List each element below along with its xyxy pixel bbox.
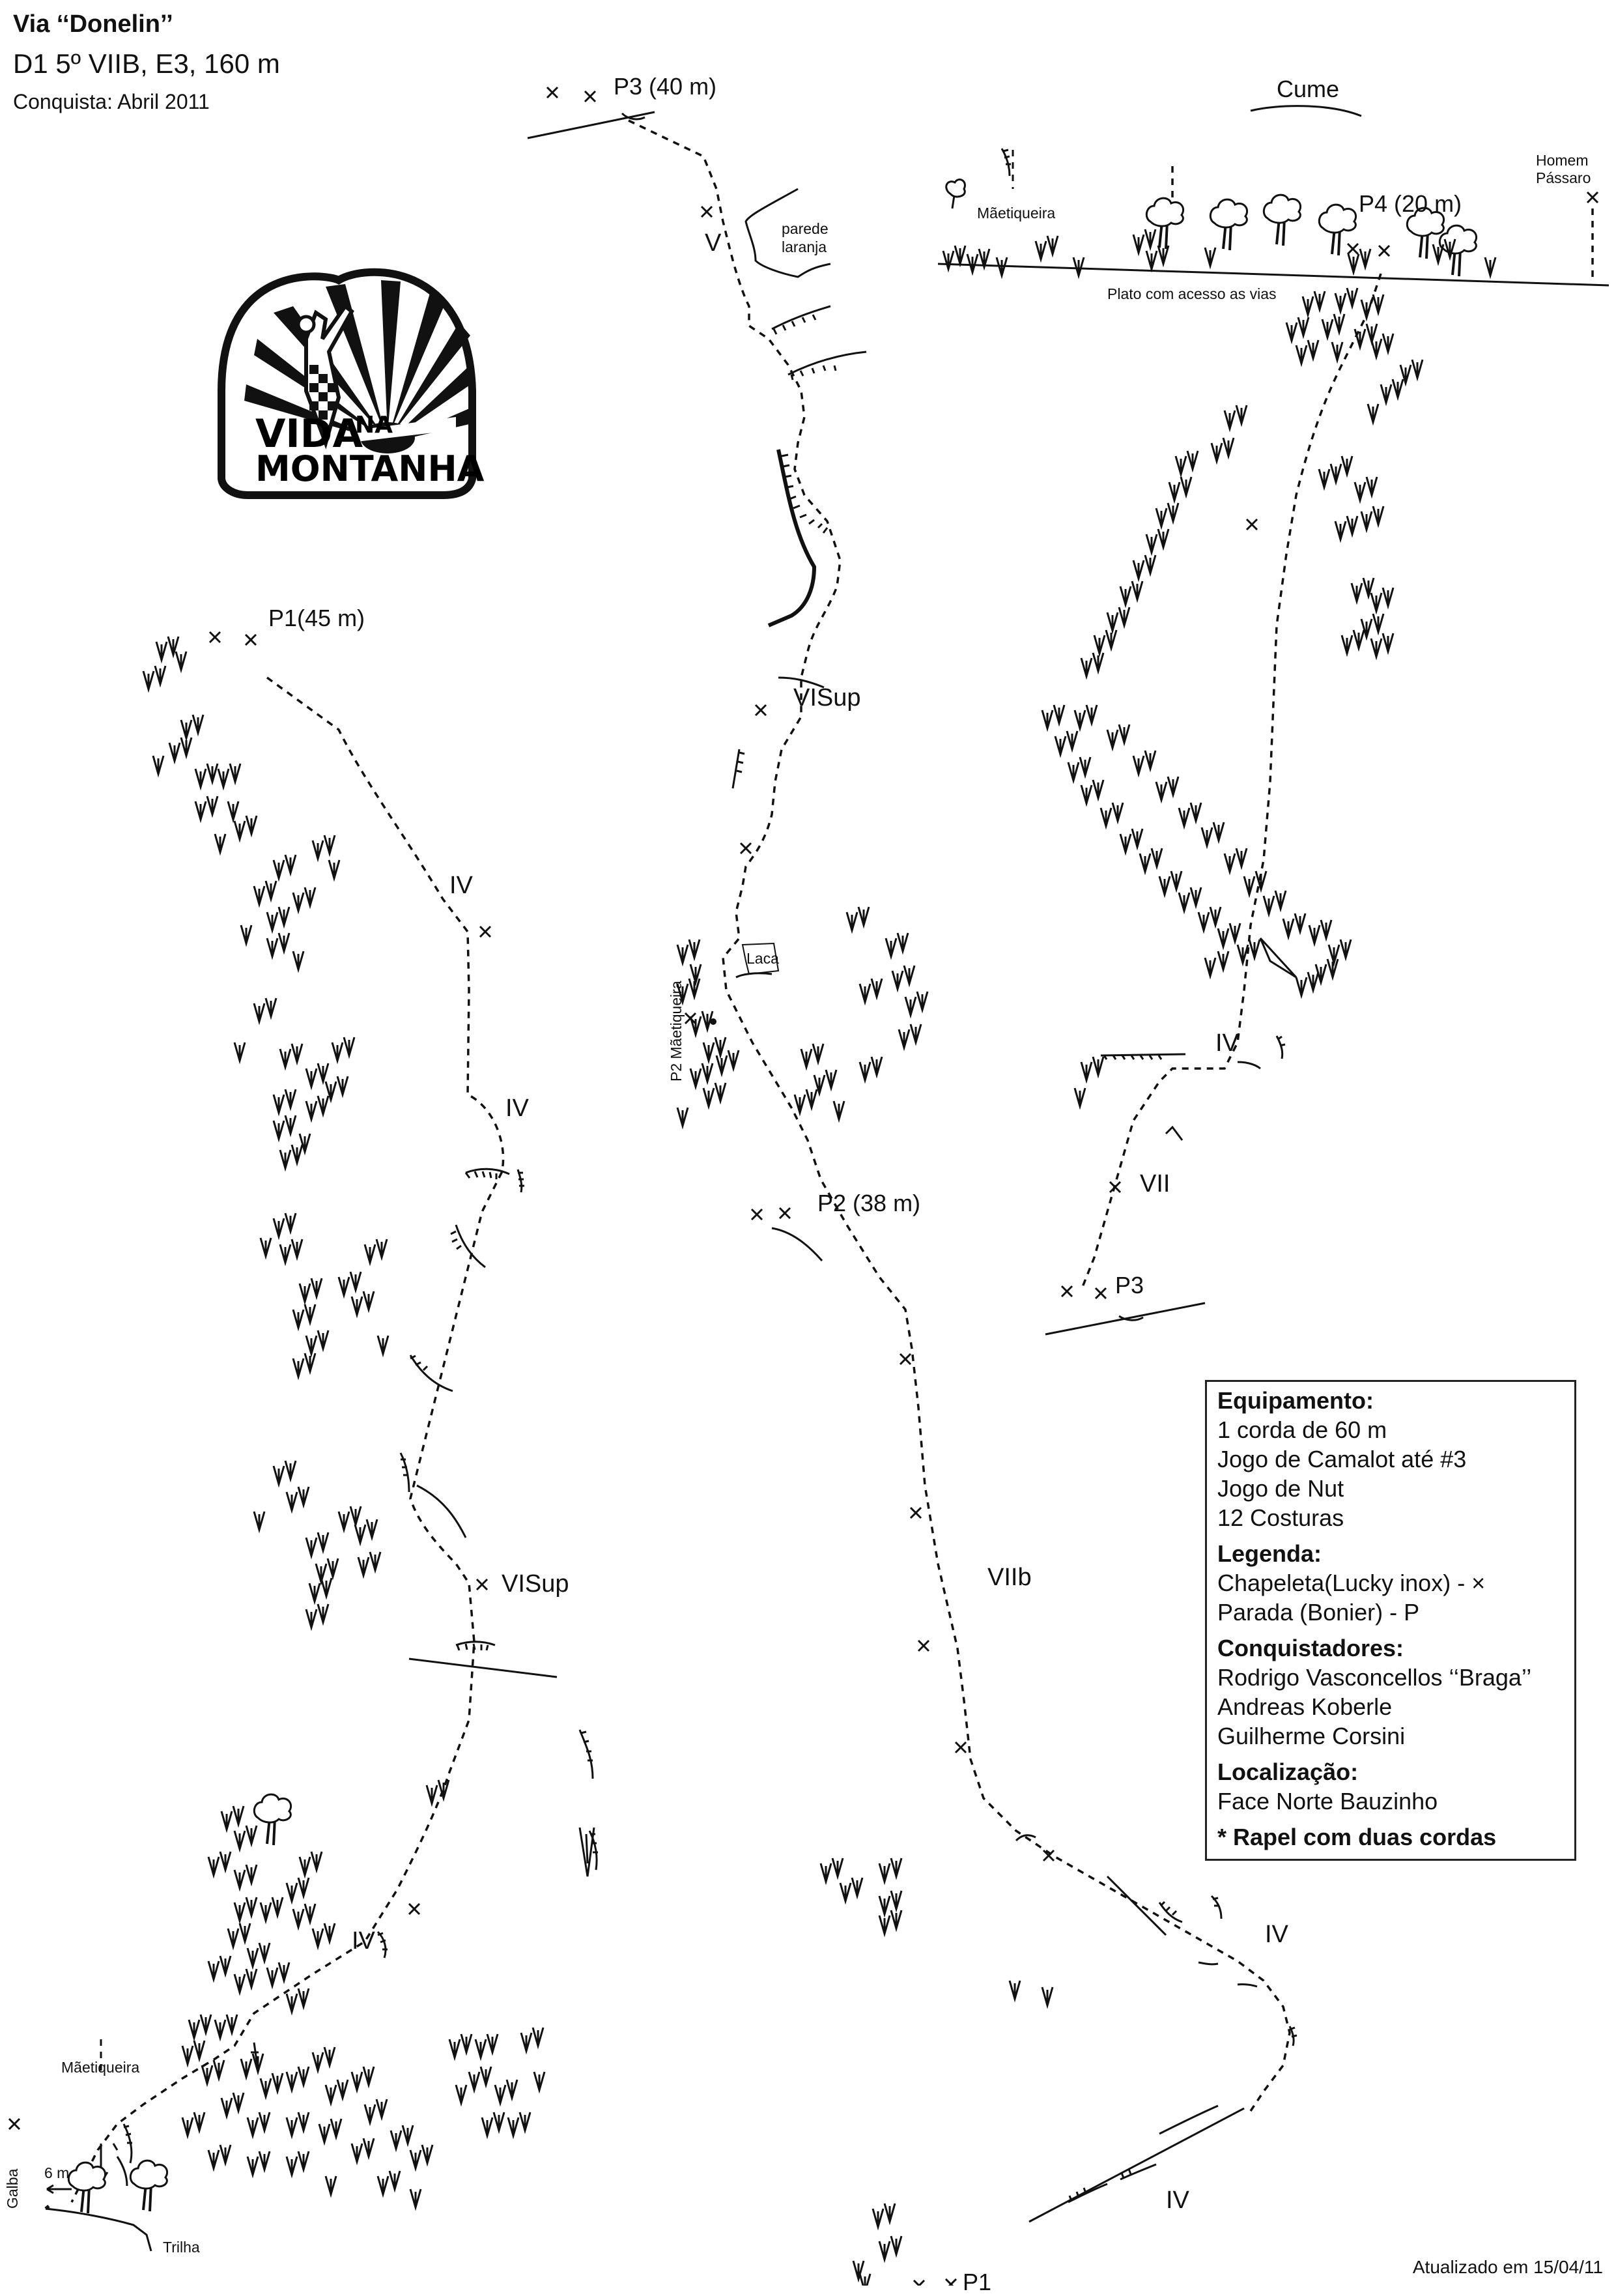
conquistador: Rodrigo Vasconcellos ‘‘Braga’’: [1217, 1664, 1532, 1691]
label-plato: Plato com acesso as vias: [1107, 285, 1277, 302]
label-passaro: Pássaro: [1536, 169, 1591, 186]
bolt-dot: [710, 1018, 716, 1025]
label-laca: Laca: [746, 950, 779, 967]
info-box: Equipamento: 1 corda de 60 m Jogo de Cam…: [1205, 1380, 1576, 1861]
label-p3-top: P3 (40 m): [614, 73, 717, 100]
logo-emblem: [218, 268, 476, 499]
equip-item: 12 Costuras: [1217, 1504, 1344, 1531]
small-tree-maetiqueira: [945, 179, 966, 209]
label-p3-right: P3: [1115, 1272, 1144, 1299]
legend-item: Parada (Bonier) - P: [1217, 1599, 1420, 1626]
route-center: [628, 119, 1291, 2112]
label-homem: Homem: [1536, 152, 1589, 169]
rapel-note: * Rapel com duas cordas: [1217, 1824, 1497, 1850]
grade-viib: VIIb: [987, 1564, 1032, 1591]
label-galba: Galba: [4, 2168, 21, 2209]
label-p2: P2 (38 m): [817, 1190, 921, 1216]
label-p4: P4 (20 m): [1359, 190, 1462, 217]
conquistador: Andreas Koberle: [1217, 1693, 1393, 1720]
left-mid-features: [578, 1729, 598, 1877]
grade-visup-top: VISup: [793, 684, 861, 711]
route-title: Via ‘‘Donelin’’: [13, 10, 173, 38]
equip-item: Jogo de Nut: [1217, 1475, 1344, 1502]
left-features: [122, 1168, 524, 2164]
equip-item: Jogo de Camalot até #3: [1217, 1446, 1467, 1472]
label-p2-maetiqueira: P2 Mãetiqueira: [668, 981, 685, 1082]
lower-right-features: [1015, 1834, 1297, 2223]
plato-line: [937, 263, 1609, 287]
label-laranja: laranja: [782, 238, 827, 255]
label-maetiqueira-top: Mãetiqueira: [977, 205, 1056, 222]
label-6m: 6 m: [44, 2164, 70, 2181]
grade-iv-right-2: IV: [1166, 2187, 1189, 2214]
vegetation-center: [676, 906, 1054, 2286]
right-features: [1045, 937, 1297, 1336]
grade-iv-2: IV: [505, 1095, 529, 1122]
logo-text-na: NA: [355, 412, 393, 438]
grade-vii: VII: [1140, 1170, 1170, 1198]
conquistadores-title: Conquistadores:: [1217, 1635, 1404, 1661]
route-left: [70, 676, 505, 2203]
label-trilha: Trilha: [163, 2239, 200, 2256]
label-parede: parede: [782, 220, 829, 237]
equip-title: Equipamento:: [1217, 1387, 1374, 1414]
grade-visup-left: VISup: [502, 1570, 569, 1598]
vegetation-plato: [942, 228, 1497, 1108]
location-value: Face Norte Bauzinho: [1217, 1788, 1438, 1815]
grade-v: V: [705, 229, 722, 257]
conquistador: Guilherme Corsini: [1217, 1723, 1406, 1749]
label-cume: Cume: [1277, 76, 1340, 102]
grade-iv-left-low: IV: [352, 1927, 375, 1955]
route-center-bolts: [546, 86, 1055, 2286]
route-conquista: Conquista: Abril 2011: [13, 90, 210, 113]
legend-title: Legenda:: [1217, 1540, 1322, 1567]
label-p1-bottom: P1: [963, 2269, 992, 2295]
location-title: Localização:: [1217, 1758, 1359, 1785]
vegetation-left: [142, 635, 546, 2209]
logo-text-montanha: MONTANHA: [255, 448, 485, 489]
label-p1: P1(45 m): [268, 605, 365, 631]
route-grade: D1 5º VIIB, E3, 160 m: [13, 48, 280, 79]
route-right-bolts: [1060, 242, 1391, 1300]
cume-line: [1250, 105, 1362, 117]
grade-iv-1: IV: [449, 872, 473, 899]
center-features: [527, 111, 867, 1261]
route-left-bolts: [8, 631, 492, 2131]
grade-iv-right-upper: IV: [1215, 1029, 1239, 1057]
logo-text-vida: VIDA: [255, 411, 363, 457]
label-maetiqueira-bottom: Mãetiqueira: [61, 2059, 140, 2076]
grade-iv-right-1: IV: [1265, 1921, 1288, 1948]
legend-item: Chapeleta(Lucky inox) - ×: [1217, 1570, 1486, 1596]
route-right: [1080, 273, 1382, 1291]
updated-date: Atualizado em 15/04/11: [1412, 2257, 1603, 2277]
equip-item: 1 corda de 60 m: [1217, 1416, 1387, 1443]
